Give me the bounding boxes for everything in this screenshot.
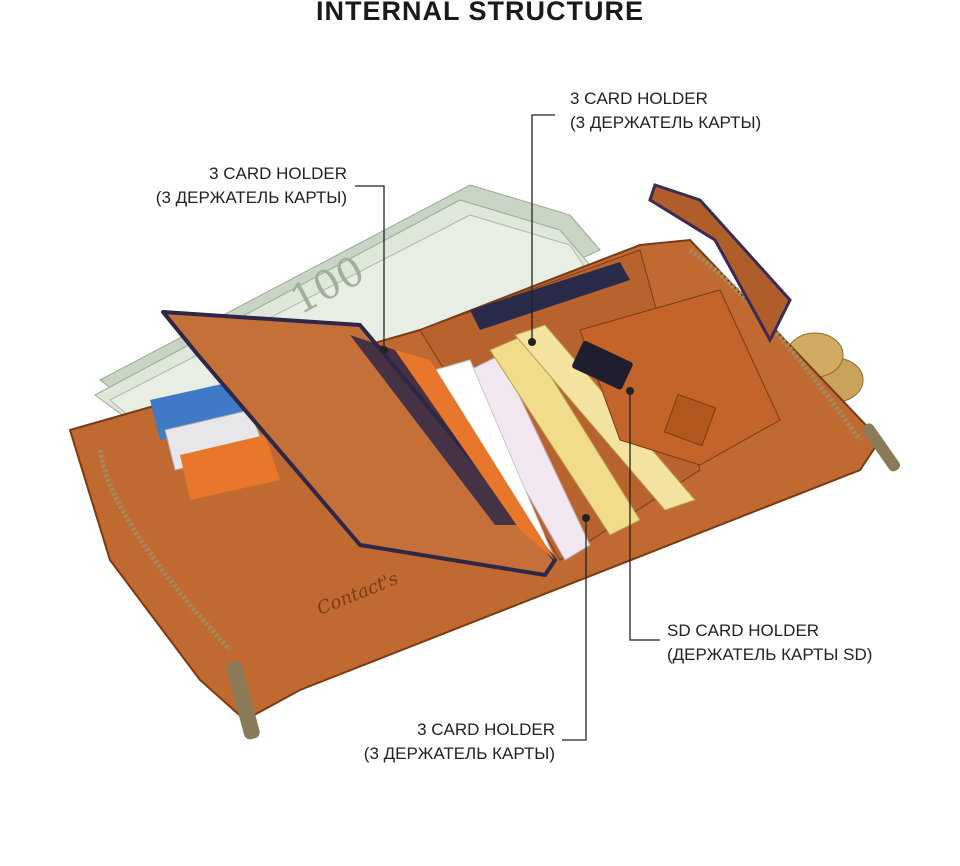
callout-sd-card-line1: SD CARD HOLDER bbox=[667, 621, 820, 640]
callout-sd-card-line2: (ДЕРЖАТЕЛЬ КАРТЫ SD) bbox=[667, 645, 873, 664]
page-title: INTERNAL STRUCTURE bbox=[316, 0, 644, 26]
callout-top-right: 3 CARD HOLDER (3 ДЕРЖАТЕЛЬ КАРТЫ) bbox=[570, 87, 761, 135]
callout-top-right-line2: (3 ДЕРЖАТЕЛЬ КАРТЫ) bbox=[570, 113, 762, 132]
callout-sd-card: SD CARD HOLDER (ДЕРЖАТЕЛЬ КАРТЫ SD) bbox=[667, 619, 872, 667]
callout-top-left: 3 CARD HOLDER (3 ДЕРЖАТЕЛЬ КАРТЫ) bbox=[155, 162, 347, 210]
callout-bottom: 3 CARD HOLDER (3 ДЕРЖАТЕЛЬ КАРТЫ) bbox=[355, 718, 555, 766]
callout-lines bbox=[355, 114, 660, 741]
callout-top-left-line1: 3 CARD HOLDER bbox=[209, 164, 347, 183]
left-cards bbox=[150, 380, 280, 500]
callout-top-right-line1: 3 CARD HOLDER bbox=[570, 89, 708, 108]
callout-top-left-line2: (3 ДЕРЖАТЕЛЬ КАРТЫ) bbox=[155, 188, 347, 207]
callout-bottom-line2: (3 ДЕРЖАТЕЛЬ КАРТЫ) bbox=[363, 744, 555, 763]
wallet-flap bbox=[161, 310, 557, 577]
callout-dots bbox=[380, 338, 634, 522]
callout-bottom-line1: 3 CARD HOLDER bbox=[417, 720, 555, 739]
